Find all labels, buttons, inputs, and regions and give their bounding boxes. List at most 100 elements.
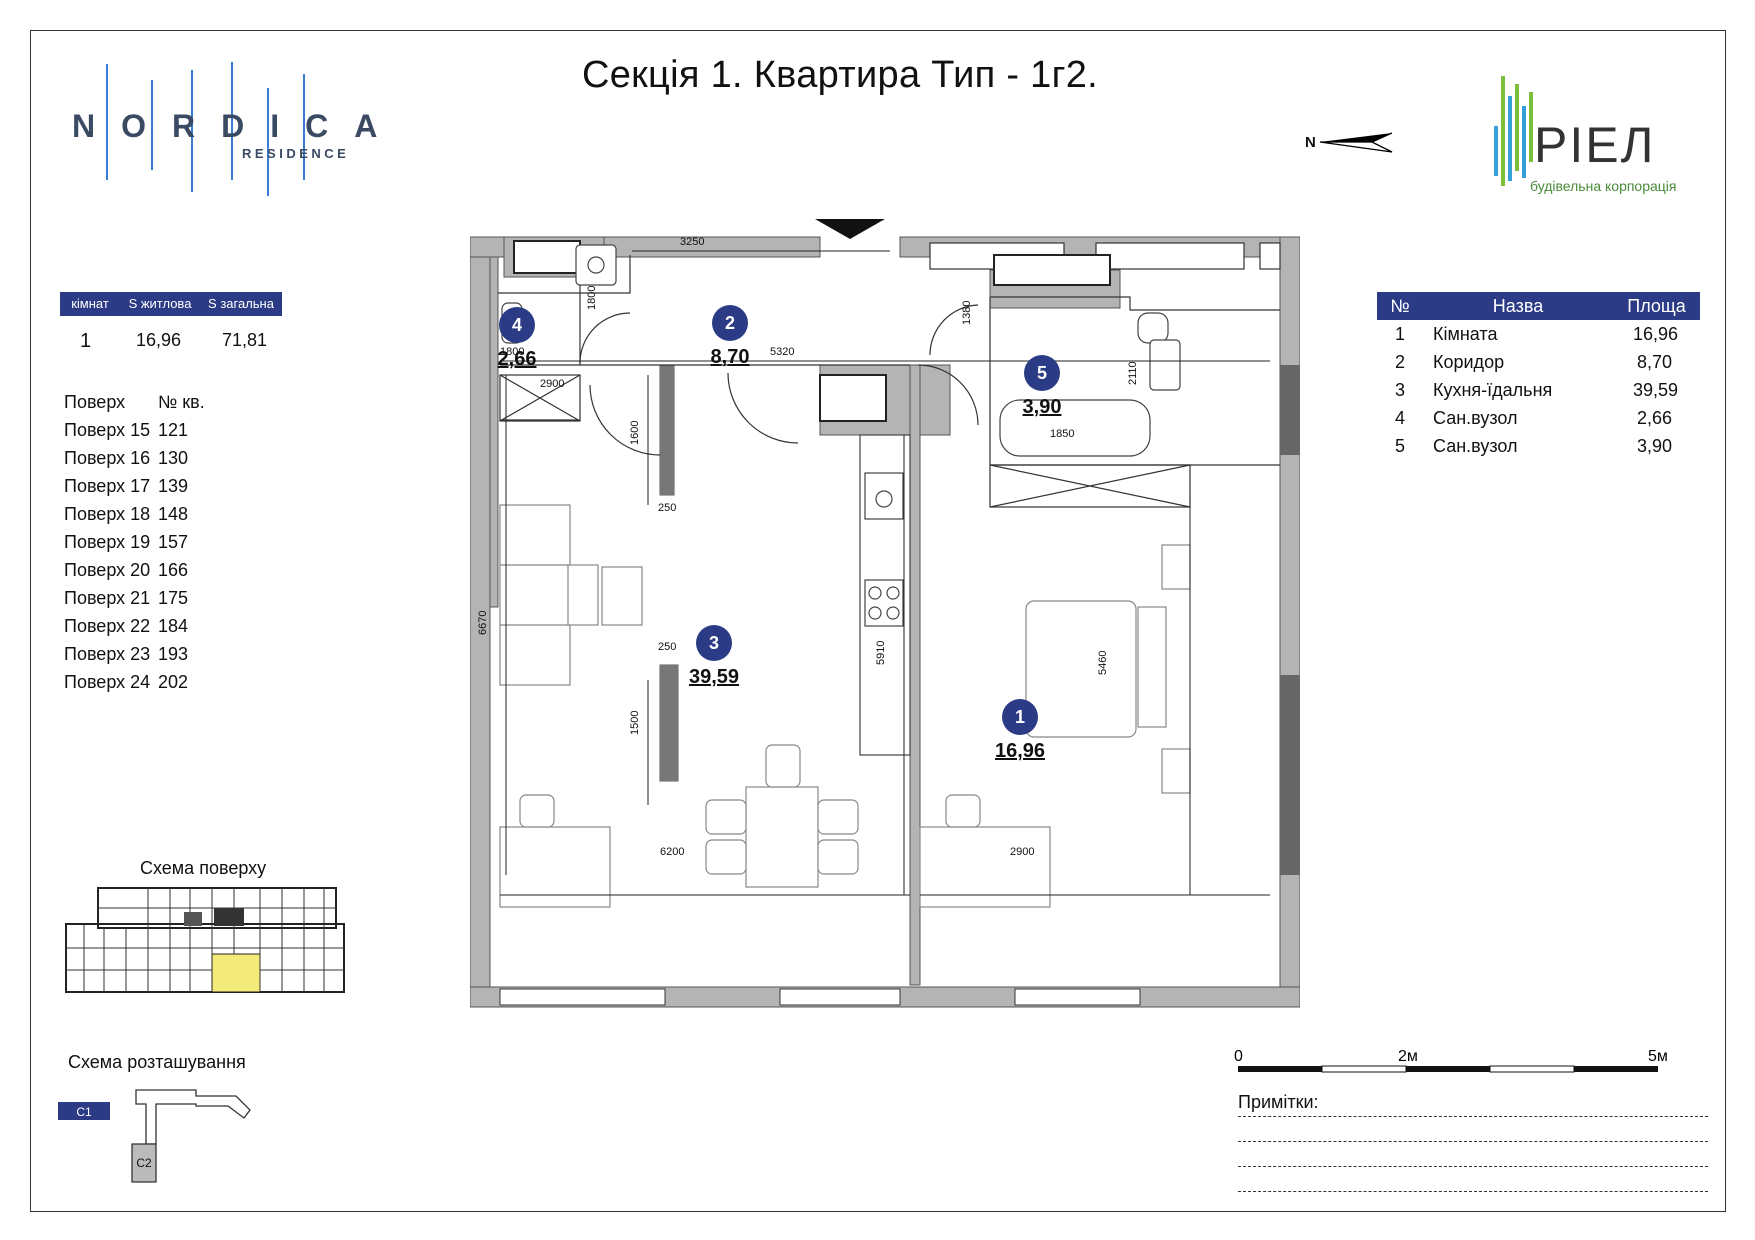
- floor-cell: Поверх 18: [64, 504, 151, 524]
- sofa-arm: [567, 564, 599, 626]
- dim-1800-h: 1800: [500, 346, 524, 358]
- entrance-arrow-icon: [815, 219, 885, 239]
- rooms-header-num: №: [1390, 296, 1410, 316]
- partition-bedroom: [909, 364, 921, 986]
- apartment-cell: 175: [158, 588, 189, 608]
- bed: [1025, 600, 1137, 738]
- room-area: 2,66: [1637, 408, 1673, 428]
- dim-2900-top: 2900: [540, 378, 564, 390]
- room-name: Сан.вузол: [1433, 436, 1518, 456]
- column-lower-dark: [660, 665, 678, 781]
- wall-east-dark-2: [1280, 675, 1300, 875]
- floor-scheme-thumbnail: [65, 887, 345, 993]
- room-num: 1: [1395, 324, 1406, 344]
- page-title: Секція 1. Квартира Тип - 1г2.: [581, 54, 1099, 96]
- room-name: Сан.вузол: [1433, 408, 1518, 428]
- room-badges: 4 2,66 2 8,70 5 3,90 3 39,59 1 16,96: [498, 305, 1062, 762]
- nordica-logo: NORDICA RESIDENCE: [72, 60, 377, 200]
- dim-5460: 5460: [1097, 651, 1109, 675]
- location-scheme-thumbnail: C1 C2: [58, 1089, 251, 1183]
- coffee-table: [601, 566, 643, 626]
- riel-logo: РІЕЛ будівельна корпорація: [1488, 66, 1698, 206]
- summary-header: кімнат S житлова S загальна: [60, 292, 282, 316]
- bathtub: [999, 399, 1151, 457]
- summary-rooms: 1: [80, 330, 92, 352]
- location-label-c1: C1: [76, 1105, 92, 1119]
- nordica-logo-lines: [106, 62, 305, 196]
- dim-5320: 5320: [770, 346, 794, 358]
- apartment-cell: 157: [158, 532, 189, 552]
- floor-scheme-title: Схема поверху: [140, 858, 267, 878]
- chair-left-1: [705, 799, 747, 835]
- chair-desk-left: [519, 794, 555, 828]
- apartment-cell: 148: [158, 504, 189, 524]
- room-num: 4: [1395, 408, 1406, 428]
- summary-header-living: S житлова: [128, 296, 192, 311]
- room-area: 3,90: [1637, 436, 1673, 456]
- floor-cell: Поверх 21: [64, 588, 151, 608]
- room-name: Кухня-їдальня: [1433, 380, 1553, 400]
- dim-5910: 5910: [875, 641, 887, 665]
- dim-250-top: 250: [658, 502, 676, 514]
- apartment-cell: 193: [158, 644, 189, 664]
- floor-cell: Поверх 17: [64, 476, 151, 496]
- room-num-2: 2: [725, 313, 735, 333]
- window-south-3: [1014, 988, 1141, 1006]
- notes-line-4: [1238, 1167, 1708, 1192]
- floor-cell: Поверх 22: [64, 616, 151, 636]
- room-area-4: 2,66: [498, 348, 537, 370]
- dim-250-bottom: 250: [658, 641, 676, 653]
- scale-label-5m: 5м: [1648, 1048, 1668, 1065]
- column-upper-dark: [660, 365, 674, 495]
- nightstand-bottom: [1161, 748, 1191, 794]
- room-num-5: 5: [1037, 363, 1047, 383]
- north-arrow-icon: [1319, 132, 1393, 153]
- page-frame: [30, 30, 1726, 1212]
- scale-bar: 0 2м 5м: [1234, 1046, 1674, 1076]
- floor-plan: 3250 1800 1320 1800 5320 1380 2110 2900 …: [470, 219, 1300, 1008]
- dim-1850: 1850: [1050, 428, 1074, 440]
- dimension-labels: 3250 1800 1320 1800 5320 1380 2110 2900 …: [477, 236, 1139, 858]
- north-label: N: [1305, 134, 1316, 151]
- riel-logo-bars: [1494, 76, 1533, 186]
- sink-wc2: [1149, 339, 1181, 391]
- notes-line-3: [1238, 1142, 1708, 1167]
- room-num: 5: [1395, 436, 1406, 456]
- room-num-1: 1: [1015, 707, 1025, 727]
- riel-logo-word: РІЕЛ: [1534, 117, 1656, 173]
- table-row: Поверх 17 139: [64, 476, 205, 504]
- desk-right: [919, 826, 1051, 908]
- bed-headboard: [1137, 606, 1167, 728]
- apartment-cell: 202: [158, 672, 189, 692]
- room-area-5: 3,90: [1023, 396, 1062, 418]
- toilet-wc2: [1137, 312, 1169, 344]
- wall-inner-west: [489, 256, 499, 608]
- location-scheme-title: Схема розташування: [68, 1052, 246, 1072]
- rooms-header-area: Площа: [1627, 296, 1686, 316]
- riel-logo-sub: будівельна корпорація: [1530, 178, 1677, 194]
- location-label-c2: C2: [136, 1156, 152, 1170]
- notes-line-2: [1238, 1117, 1708, 1142]
- scale-label-0: 0: [1234, 1048, 1243, 1065]
- room-area: 16,96: [1633, 324, 1679, 344]
- floor-cell: Поверх 15: [64, 420, 151, 440]
- desk-left: [499, 826, 611, 908]
- summary-header-rooms: кімнат: [71, 296, 109, 311]
- room-area-1: 16,96: [995, 740, 1045, 762]
- floor-table-header: Поверх № кв.: [64, 392, 205, 420]
- dim-1600: 1600: [629, 421, 641, 445]
- window-wc: [513, 240, 581, 274]
- north-arrow: N: [1302, 128, 1422, 168]
- shaft-window: [819, 374, 887, 422]
- chair-right-2: [817, 839, 859, 875]
- rooms-table-header: № Назва Площа: [1377, 292, 1700, 320]
- apartment-cell: 121: [158, 420, 189, 440]
- floor-cell: Поверх 19: [64, 532, 151, 552]
- apartment-cell: 139: [158, 476, 189, 496]
